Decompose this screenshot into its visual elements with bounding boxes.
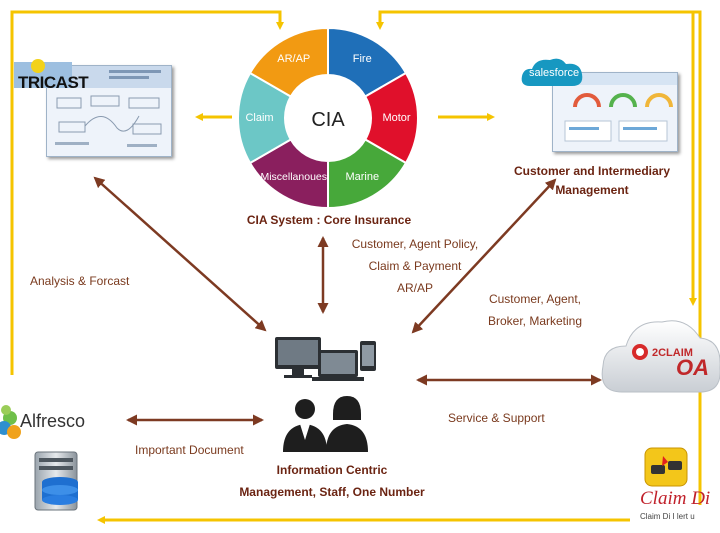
salesforce-dashboard-image — [553, 73, 677, 142]
cia-segment-label: AR/AP — [277, 52, 311, 65]
cia-wheel-hub — [285, 75, 371, 161]
salesforce-caption-line2: Management — [555, 183, 629, 197]
oa-logo-text: OA — [676, 355, 709, 380]
important-document-label: Important Document — [135, 443, 244, 457]
policy-label-line1: Customer, Agent Policy, — [351, 237, 479, 251]
info-centric-line1: Information Centric — [276, 463, 388, 477]
policy-label-line3: AR/AP — [396, 281, 433, 295]
computer-devices-icon — [275, 337, 376, 381]
salesforce-logo-text: salesforce — [529, 67, 580, 79]
info-centric-line2: Management, Staff, One Number — [239, 485, 425, 499]
service-support-label: Service & Support — [448, 411, 545, 425]
2claim-oa-cloud-icon — [601, 320, 720, 393]
policy-label-line2: Claim & Payment — [368, 259, 462, 273]
cia-segment-label: Miscellanoues — [260, 171, 328, 184]
brown-data-arrows — [93, 176, 602, 426]
cia-segment-label: Claim — [245, 112, 274, 124]
cia-system-caption: CIA System : Core Insurance — [246, 213, 412, 227]
alfresco-logo-text: Alfresco — [20, 411, 86, 431]
database-server-icon — [34, 451, 78, 511]
salesforce-screenshot — [552, 72, 678, 152]
cia-segment-label: Motor — [382, 112, 411, 124]
tricast-dashboard-image — [47, 66, 171, 147]
broker-label-line2: Broker, Marketing — [487, 314, 583, 328]
2claim-logo-text: 2CLAIM — [652, 347, 693, 359]
salesforce-caption-line1: Customer and Intermediary — [513, 164, 671, 178]
broker-label-line1: Customer, Agent, — [488, 292, 582, 306]
cia-wheel — [237, 26, 419, 210]
tricast-logo-icon — [14, 52, 72, 92]
cia-title: CIA — [311, 109, 345, 131]
claim-di-logo-text: Claim Di — [640, 488, 711, 509]
salesforce-logo: salesforce — [520, 56, 584, 90]
claim-di-app-icon — [644, 447, 688, 487]
alfresco-logo-icon — [0, 405, 21, 439]
claim-di-tagline: Claim Di I lert u — [640, 512, 695, 521]
yellow-flow-connectors — [10, 10, 702, 524]
people-icon — [283, 396, 368, 452]
cia-segment-label: Marine — [345, 171, 380, 184]
cia-segment-label: Fire — [352, 52, 372, 65]
tricast-logo-text: TRICAST — [18, 73, 89, 92]
analysis-forecast-label: Analysis & Forcast — [30, 274, 130, 288]
